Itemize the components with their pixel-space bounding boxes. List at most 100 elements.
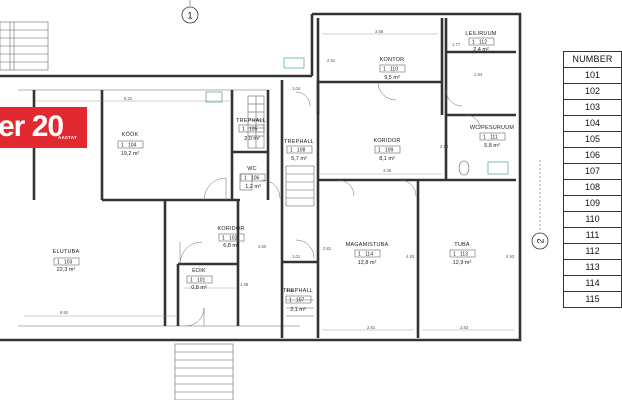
room-trephall-107: TREPHALL 1 107 2,1 m² [283, 288, 313, 313]
legend-item: 103 [563, 100, 622, 116]
room-number: 104 [128, 143, 137, 149]
room-name: WC [247, 166, 257, 172]
room-name: LEILIRUUM [465, 31, 496, 37]
room-trephall-108: TREPHALL 1 108 5,7 m² [284, 139, 314, 162]
dim-label: 2.81 [323, 246, 332, 251]
room-edik: EDIK 1 101 0,8 m² [186, 268, 213, 291]
room-number: 107 [296, 298, 305, 304]
dim-label: 2.81 [367, 325, 376, 330]
legend-item: 107 [563, 164, 622, 180]
room-level: 1 [358, 252, 361, 258]
dim-label: 6.92 [60, 310, 69, 315]
legend-item: 109 [563, 196, 622, 212]
room-level: 1 [242, 127, 245, 133]
room-leiliruum: LEILIRUUM 1 112 2,4 m² [465, 31, 496, 53]
room-tuba: TUBA 1 113 12,9 m² [449, 242, 476, 266]
grid-marker-2: 2 [531, 160, 549, 250]
dim-label: 1.84 [474, 72, 483, 77]
room-level: 1 [222, 236, 225, 242]
room-name: WC/PESURUUM [470, 125, 515, 131]
grid-marker-1: 1 [181, 0, 199, 24]
room-area: 0,8 m² [191, 285, 207, 291]
dim-label: 4.93 [506, 254, 515, 259]
dim-label: 3.36 [383, 168, 392, 173]
legend-item: 110 [563, 212, 622, 228]
room-kook: KÖÖK 1 104 19,2 m² [117, 131, 144, 157]
legend-item: 108 [563, 180, 622, 196]
room-level: 1 [383, 67, 386, 73]
room-area: 2,4 m² [473, 47, 489, 53]
number-legend: NUMBER 101 102 103 104 105 106 107 108 1… [563, 51, 622, 308]
outer-walls [0, 12, 522, 342]
room-area: 19,2 m² [121, 151, 140, 157]
brand-badge-subtext: AASTAT [58, 135, 77, 140]
room-level: 1 [483, 135, 486, 141]
room-level: 1 [190, 278, 193, 284]
dim-label: 1.04 [292, 86, 301, 91]
room-number: 105 [249, 127, 258, 133]
room-name: KONTOR [380, 57, 405, 63]
room-name: ELUTUBA [53, 249, 80, 255]
fixtures [205, 57, 509, 191]
dim-label: 2.93 [440, 144, 449, 149]
room-area: 8,1 m² [379, 156, 395, 162]
room-number: 114 [365, 252, 373, 258]
room-area: 2,1 m² [290, 307, 306, 313]
room-koridor-109: KORIDOR 1 109 8,1 m² [373, 138, 400, 162]
dim-label: 0.93 [286, 288, 295, 293]
interior-walls [102, 18, 516, 338]
stair-top-left [0, 21, 49, 71]
room-level: 1 [289, 298, 292, 304]
room-area: 1,2 m² [245, 184, 261, 190]
legend-item: 113 [563, 260, 622, 276]
room-elutuba: ELUTUBA 1 103 22,3 m² [53, 249, 80, 273]
room-number: 112 [479, 40, 487, 46]
dimension-lines [24, 33, 514, 331]
room-number: 101 [197, 278, 206, 284]
room-level: 1 [453, 252, 456, 258]
room-number: 109 [385, 148, 394, 154]
room-wc-pesuruum: WC/PESURUUM 1 111 5,8 m² [470, 125, 515, 149]
legend-item: 114 [563, 276, 622, 292]
room-area: 9,5 m² [384, 75, 400, 81]
room-name: KÖÖK [122, 131, 139, 138]
brand-badge: er 20 AASTAT [0, 107, 87, 148]
room-level: 1 [290, 148, 293, 154]
stair-bottom-entrance [174, 343, 234, 400]
room-name: KORIDOR [217, 226, 244, 232]
room-level: 1 [378, 148, 381, 154]
brand-badge-text: er 20 [0, 110, 64, 143]
room-number: 113 [460, 252, 468, 258]
room-kontor: KONTOR 1 110 9,5 m² [380, 57, 406, 81]
stair-trephall-108 [285, 165, 315, 207]
dim-label: 1.38 [240, 282, 249, 287]
legend-header: NUMBER [563, 52, 622, 68]
room-number: 110 [390, 67, 398, 73]
room-name: EDIK [192, 268, 206, 274]
dim-label: 6.22 [124, 96, 133, 101]
room-level: 1 [472, 40, 475, 46]
room-area: 5,8 m² [484, 143, 500, 149]
room-number: 106 [251, 176, 260, 182]
room-magamistuba: MAGAMISTUBA 1 114 12,8 m² [346, 242, 389, 266]
room-koridor-102: KORIDOR 1 102 6,8 m² [217, 226, 244, 249]
room-area: 22,3 m² [57, 267, 76, 273]
room-number: 103 [64, 260, 73, 266]
room-name: TUBA [454, 242, 470, 248]
room-level: 1 [57, 260, 60, 266]
room-name: TREPHALL [236, 118, 266, 124]
legend-item: 101 [563, 68, 622, 84]
room-area: 6,8 m² [223, 243, 239, 249]
legend-item: 115 [563, 292, 622, 308]
room-name: MAGAMISTUBA [346, 242, 389, 248]
dim-label: 3.66 [375, 29, 384, 34]
dim-label: 2.60 [258, 244, 267, 249]
room-area: 12,9 m² [453, 260, 472, 266]
legend-item: 106 [563, 148, 622, 164]
legend-item: 102 [563, 84, 622, 100]
room-level: 1 [121, 143, 124, 149]
room-area: 5,7 m² [291, 156, 307, 162]
room-area: 2,0 m² [244, 136, 260, 142]
room-level: 1 [244, 176, 247, 182]
